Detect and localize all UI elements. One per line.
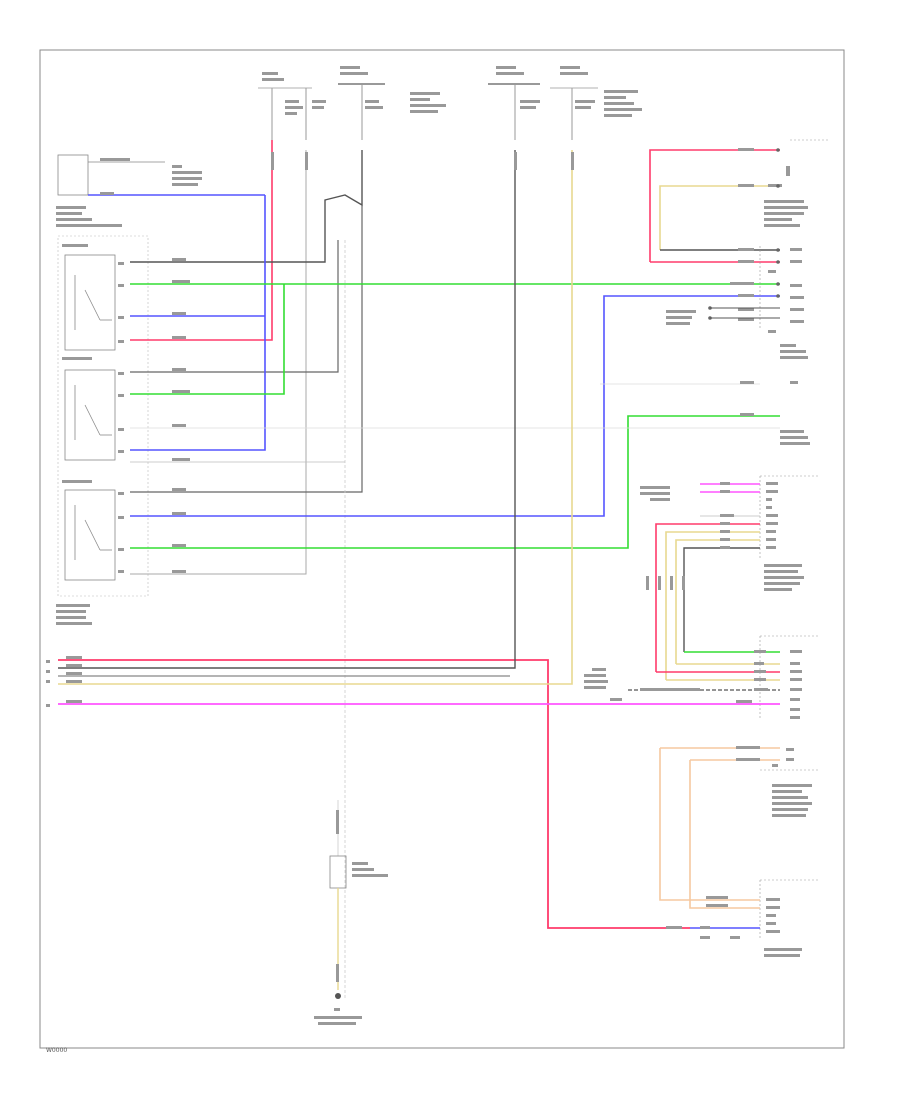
wire-blue-1 [130,195,266,451]
fuse-labels-top [262,66,642,117]
relay-2 [64,369,116,461]
footer-code: W0000 [46,1047,67,1054]
bottom-ground-labels [314,810,388,1025]
bottom-right-labels [666,746,812,957]
right-top-small-wires [710,307,780,319]
wire-black-4 [130,240,339,373]
right-top-labels [666,148,810,445]
wire-black-3 [130,205,363,493]
wire-green-2 [130,284,285,395]
wire-blue-3 [130,295,780,517]
relay-3 [64,489,116,581]
right-mid-labels [640,482,804,591]
wire-black-1 [130,150,307,575]
bottom-right-connector [659,747,820,940]
wire-black-2 [130,150,363,263]
left-module-outline [57,235,149,597]
collision-sensor [57,154,265,196]
collision-sensor-labels [56,158,202,227]
fuse-drops [271,84,573,140]
bus-labels [46,152,752,707]
right-top-connector [649,139,830,330]
wire-red-main [130,140,273,341]
fuse-box-top-left [258,83,598,89]
left-wire-labels [172,258,190,573]
relay-labels [56,244,124,625]
right-lower-mid-labels [584,650,802,719]
diagram-frame [39,49,845,1049]
wire-green-3 [130,415,780,549]
bus-wires [58,150,780,929]
relay-1 [64,254,116,351]
